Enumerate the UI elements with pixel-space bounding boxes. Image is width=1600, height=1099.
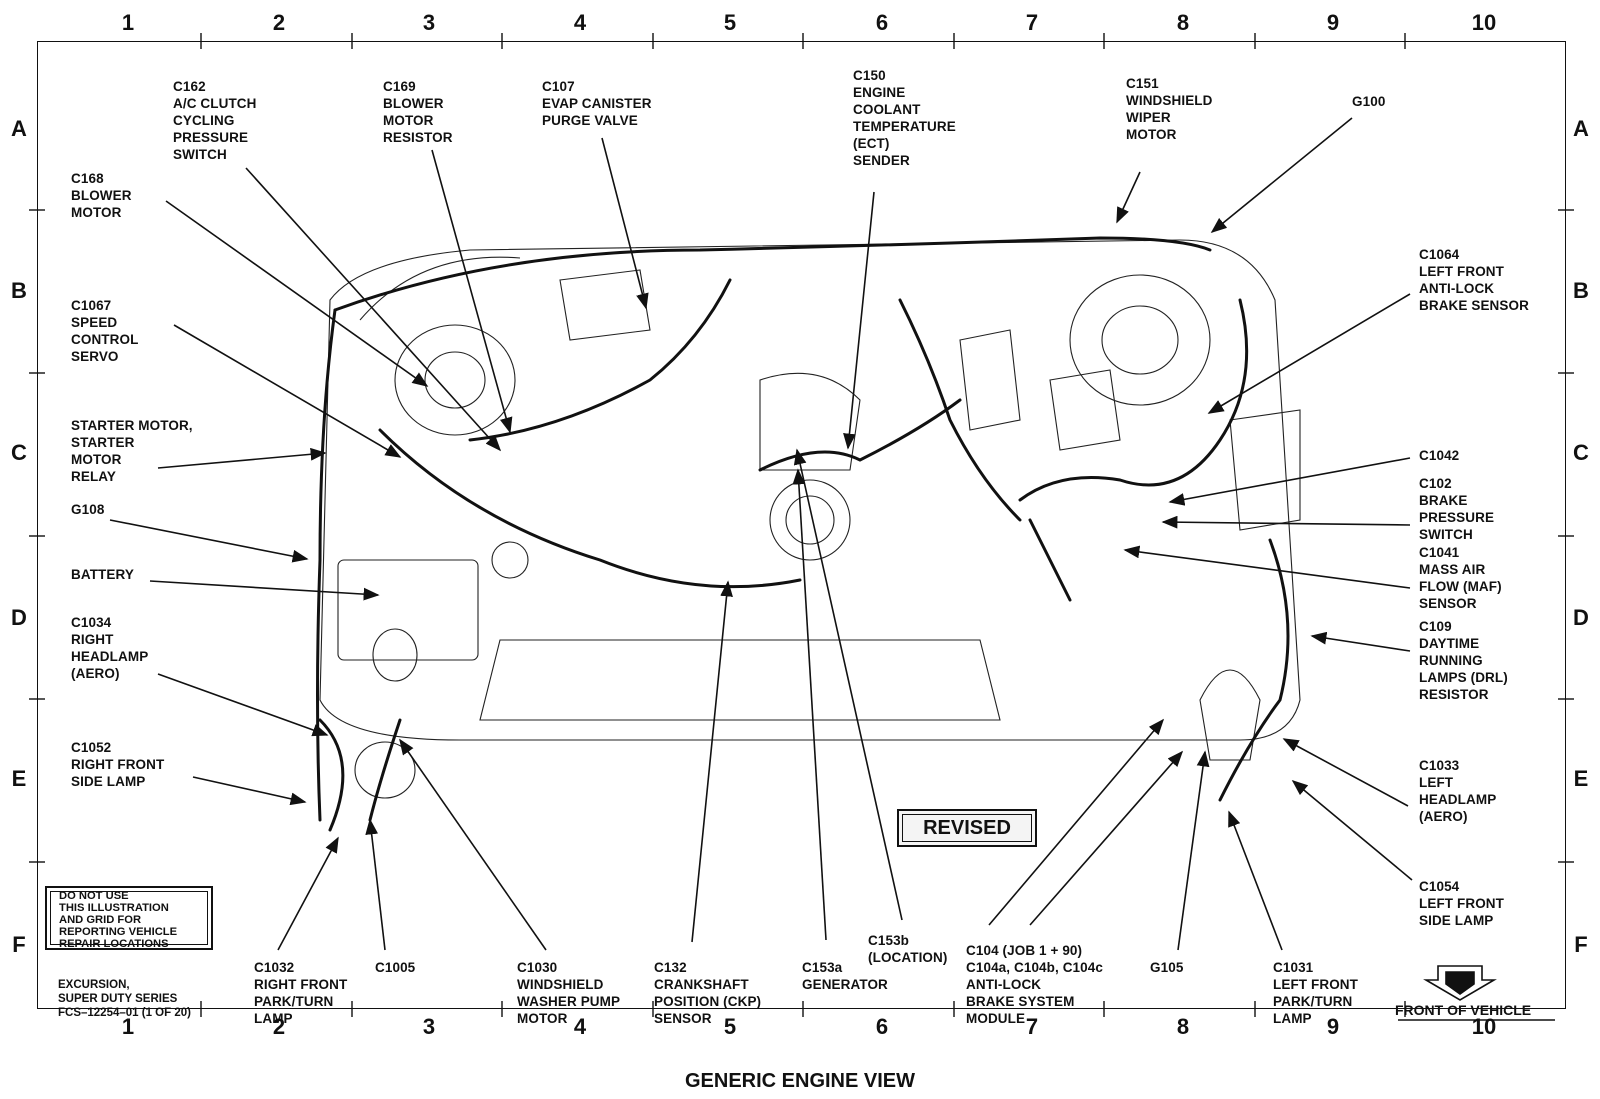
row-label: D — [1573, 605, 1589, 630]
wiring-harness — [316, 236, 1290, 832]
row-label: D — [11, 605, 27, 630]
row-label: C — [11, 440, 27, 465]
engine-compartment — [319, 239, 1301, 799]
row-label: B — [11, 278, 27, 303]
callout-c1054: C1054 LEFT FRONT SIDE LAMP — [1419, 879, 1504, 928]
callout-c150: C150 ENGINE COOLANT TEMPERATURE (ECT) SE… — [853, 68, 956, 168]
col-label: 6 — [875, 10, 889, 35]
grid-ticks — [29, 33, 1574, 1017]
callout-c168: C168 BLOWER MOTOR — [71, 171, 132, 220]
col-label: 1 — [121, 10, 135, 35]
col-label: 4 — [573, 10, 587, 35]
col-label: 7 — [1025, 1014, 1039, 1039]
col-label: 3 — [422, 1014, 436, 1039]
row-label: B — [1573, 278, 1589, 303]
callout-g105: G105 — [1150, 960, 1184, 975]
document-reference: EXCURSION, SUPER DUTY SERIES FCS–12254–0… — [58, 979, 191, 1019]
callout-c1064: C1064 LEFT FRONT ANTI-LOCK BRAKE SENSOR — [1419, 247, 1529, 313]
notice-box: DO NOT USE THIS ILLUSTRATION AND GRID FO… — [45, 886, 213, 950]
row-label: A — [11, 116, 27, 141]
col-label: 2 — [272, 10, 286, 35]
callout-battery: BATTERY — [71, 567, 134, 582]
col-label: 1 — [121, 1014, 135, 1039]
callout-c153b: C153b (LOCATION) — [868, 933, 948, 965]
notice-text: DO NOT USE THIS ILLUSTRATION AND GRID FO… — [59, 890, 178, 950]
col-label: 9 — [1326, 10, 1340, 35]
callout-c1031: C1031 LEFT FRONT PARK/TURN LAMP — [1273, 960, 1358, 1026]
callout-c169: C169 BLOWER MOTOR RESISTOR — [383, 79, 453, 145]
col-label: 4 — [573, 1014, 587, 1039]
callout-g108: G108 — [71, 502, 105, 517]
front-of-vehicle-arrow — [1423, 965, 1497, 1001]
callout-starter-motor: STARTER MOTOR, STARTER MOTOR RELAY — [71, 418, 193, 484]
callout-c1052: C1052 RIGHT FRONT SIDE LAMP — [71, 740, 165, 789]
callout-c162: C162 A/C CLUTCH CYCLING PRESSURE SWITCH — [173, 79, 257, 162]
leader-arrows — [109, 117, 1413, 951]
col-label: 10 — [1471, 1014, 1497, 1039]
callout-c104: C104 (JOB 1 + 90) C104a, C104b, C104c AN… — [966, 943, 1103, 1026]
col-label: 10 — [1471, 10, 1497, 35]
callout-c1030: C1030 WINDSHIELD WASHER PUMP MOTOR — [517, 960, 621, 1026]
row-label: F — [12, 932, 26, 957]
row-label: E — [1573, 766, 1589, 791]
revised-label: REVISED — [923, 817, 1011, 839]
callout-c109: C109 DAYTIME RUNNING LAMPS (DRL) RESISTO… — [1419, 619, 1508, 702]
revised-stamp: REVISED — [897, 809, 1037, 847]
callout-c132: C132 CRANKSHAFT POSITION (CKP) SENSOR — [654, 960, 762, 1026]
row-label: A — [1573, 116, 1589, 141]
callout-c151: C151 WINDSHIELD WIPER MOTOR — [1126, 76, 1213, 142]
callout-c1033: C1033 LEFT HEADLAMP (AERO) — [1419, 758, 1497, 824]
callout-c1067: C1067 SPEED CONTROL SERVO — [71, 298, 139, 364]
col-label: 8 — [1176, 10, 1190, 35]
view-title: GENERIC ENGINE VIEW — [684, 1070, 916, 1092]
col-label: 9 — [1326, 1014, 1340, 1039]
col-label: 5 — [723, 1014, 737, 1039]
callout-c107: C107 EVAP CANISTER PURGE VALVE — [542, 79, 652, 128]
col-label: 6 — [875, 1014, 889, 1039]
callout-c1005: C1005 — [375, 960, 416, 975]
row-label: C — [1573, 440, 1589, 465]
row-label: F — [1574, 932, 1588, 957]
col-label: 3 — [422, 10, 436, 35]
callout-g100: G100 — [1352, 94, 1386, 109]
col-label: 7 — [1025, 10, 1039, 35]
callout-c1041: C1041 MASS AIR FLOW (MAF) SENSOR — [1419, 545, 1502, 611]
row-label: E — [11, 766, 27, 791]
col-label: 8 — [1176, 1014, 1190, 1039]
callout-c1042: C1042 — [1419, 448, 1460, 463]
callout-c153a: C153a GENERATOR — [802, 960, 888, 992]
callout-c1032: C1032 RIGHT FRONT PARK/TURN LAMP — [254, 960, 348, 1026]
col-label: 5 — [723, 10, 737, 35]
diagram-frame — [37, 41, 1566, 1009]
callout-c102: C102 BRAKE PRESSURE SWITCH — [1419, 476, 1495, 542]
front-of-vehicle-label: FRONT OF VEHICLE — [1395, 1002, 1532, 1018]
callout-c1034: C1034 RIGHT HEADLAMP (AERO) — [71, 615, 149, 681]
col-label: 2 — [272, 1014, 286, 1039]
